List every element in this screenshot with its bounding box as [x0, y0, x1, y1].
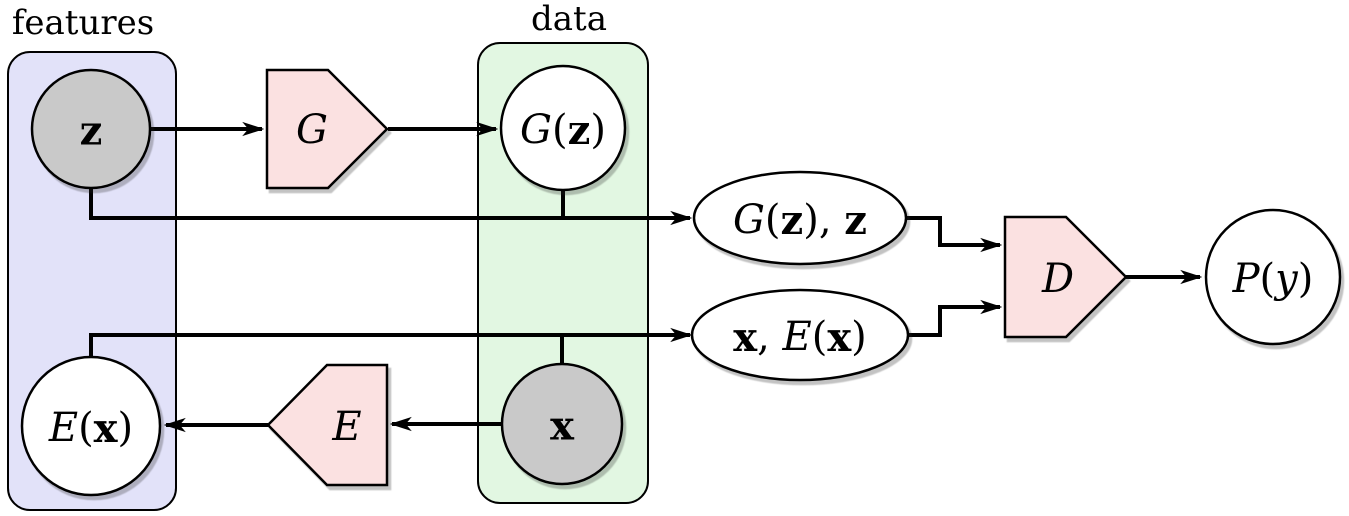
arrow-z-to-pair-gz — [89, 188, 693, 226]
ex-node-circle — [20, 355, 162, 497]
encoder-label: E — [331, 404, 361, 450]
discriminator-pentagon — [1003, 215, 1128, 339]
py-node-circle — [1204, 208, 1342, 346]
encoder-pentagon — [266, 363, 389, 487]
features-group-label: features — [12, 3, 154, 43]
pair-gz-z-label: G(z), z — [733, 197, 867, 244]
generator-pentagon — [265, 68, 389, 190]
gz-node-circle — [499, 64, 627, 192]
py-node-label: P(y) — [1232, 256, 1314, 302]
gz-node-label: G(z) — [520, 107, 606, 154]
z-node-label: z — [80, 108, 103, 155]
pair-x-ex-ellipse — [690, 288, 910, 382]
discriminator-label: D — [1041, 256, 1074, 302]
x-node-label: x — [550, 403, 575, 450]
pair-x-ex-label: x, E(x) — [733, 314, 867, 361]
data-group-label: data — [531, 0, 607, 39]
generator-label: G — [296, 107, 328, 153]
pair-gz-z-ellipse — [692, 170, 908, 266]
ex-node-label: E(x) — [48, 405, 133, 452]
arrow-ex-to-pair-x — [89, 327, 693, 357]
z-node-circle — [30, 68, 152, 190]
arrow-pair-gz-to-discriminator — [906, 216, 1003, 253]
arrow-pair-x-to-discriminator — [906, 299, 1003, 337]
x-node-circle — [500, 362, 624, 486]
